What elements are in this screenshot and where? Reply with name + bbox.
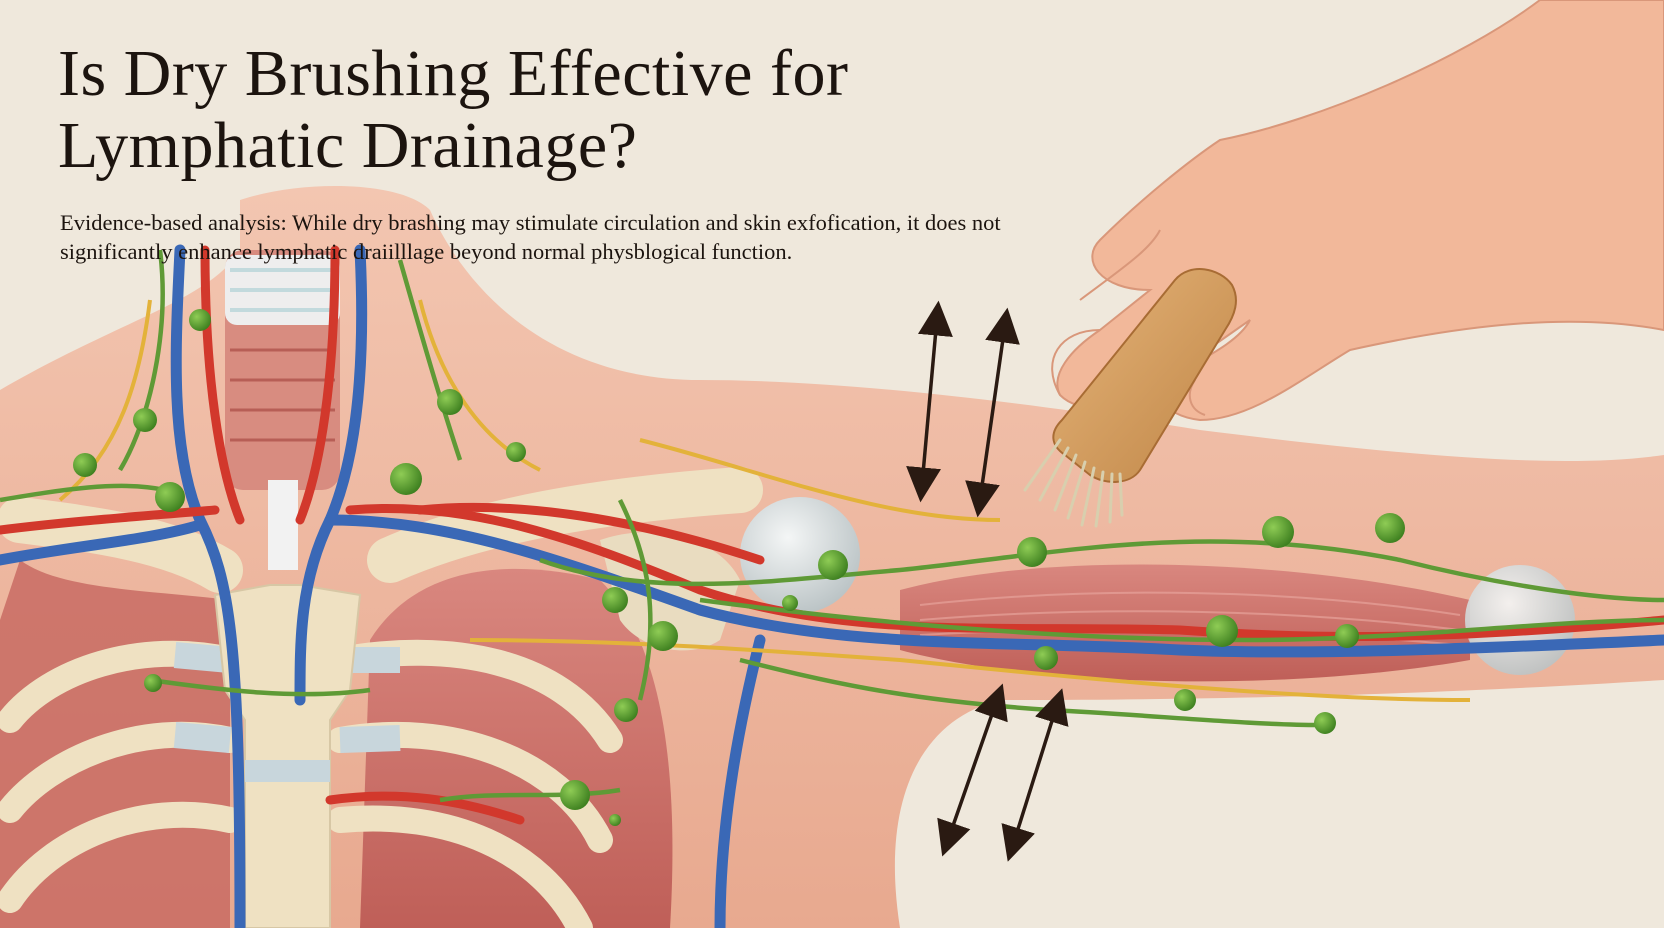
elbow-joint [1465, 565, 1575, 675]
lymph-nodes [73, 309, 1405, 826]
page-title: Is Dry Brushing Effective for Lymphatic … [58, 38, 848, 182]
veins [0, 244, 1664, 928]
title-line-1: Is Dry Brushing Effective for [58, 37, 849, 110]
subtitle: Evidence-based analysis: While dry brash… [60, 208, 1080, 266]
double-arrow-icon [906, 300, 1069, 862]
subtitle-line-1: Evidence-based analysis: While dry brash… [60, 210, 1001, 235]
title-line-2: Lymphatic Drainage? [58, 109, 638, 182]
dry-brush-icon [1023, 268, 1237, 528]
subtitle-line-2: significantly enhance lymphatic draiilll… [60, 239, 793, 264]
shoulder-joint [740, 497, 860, 613]
